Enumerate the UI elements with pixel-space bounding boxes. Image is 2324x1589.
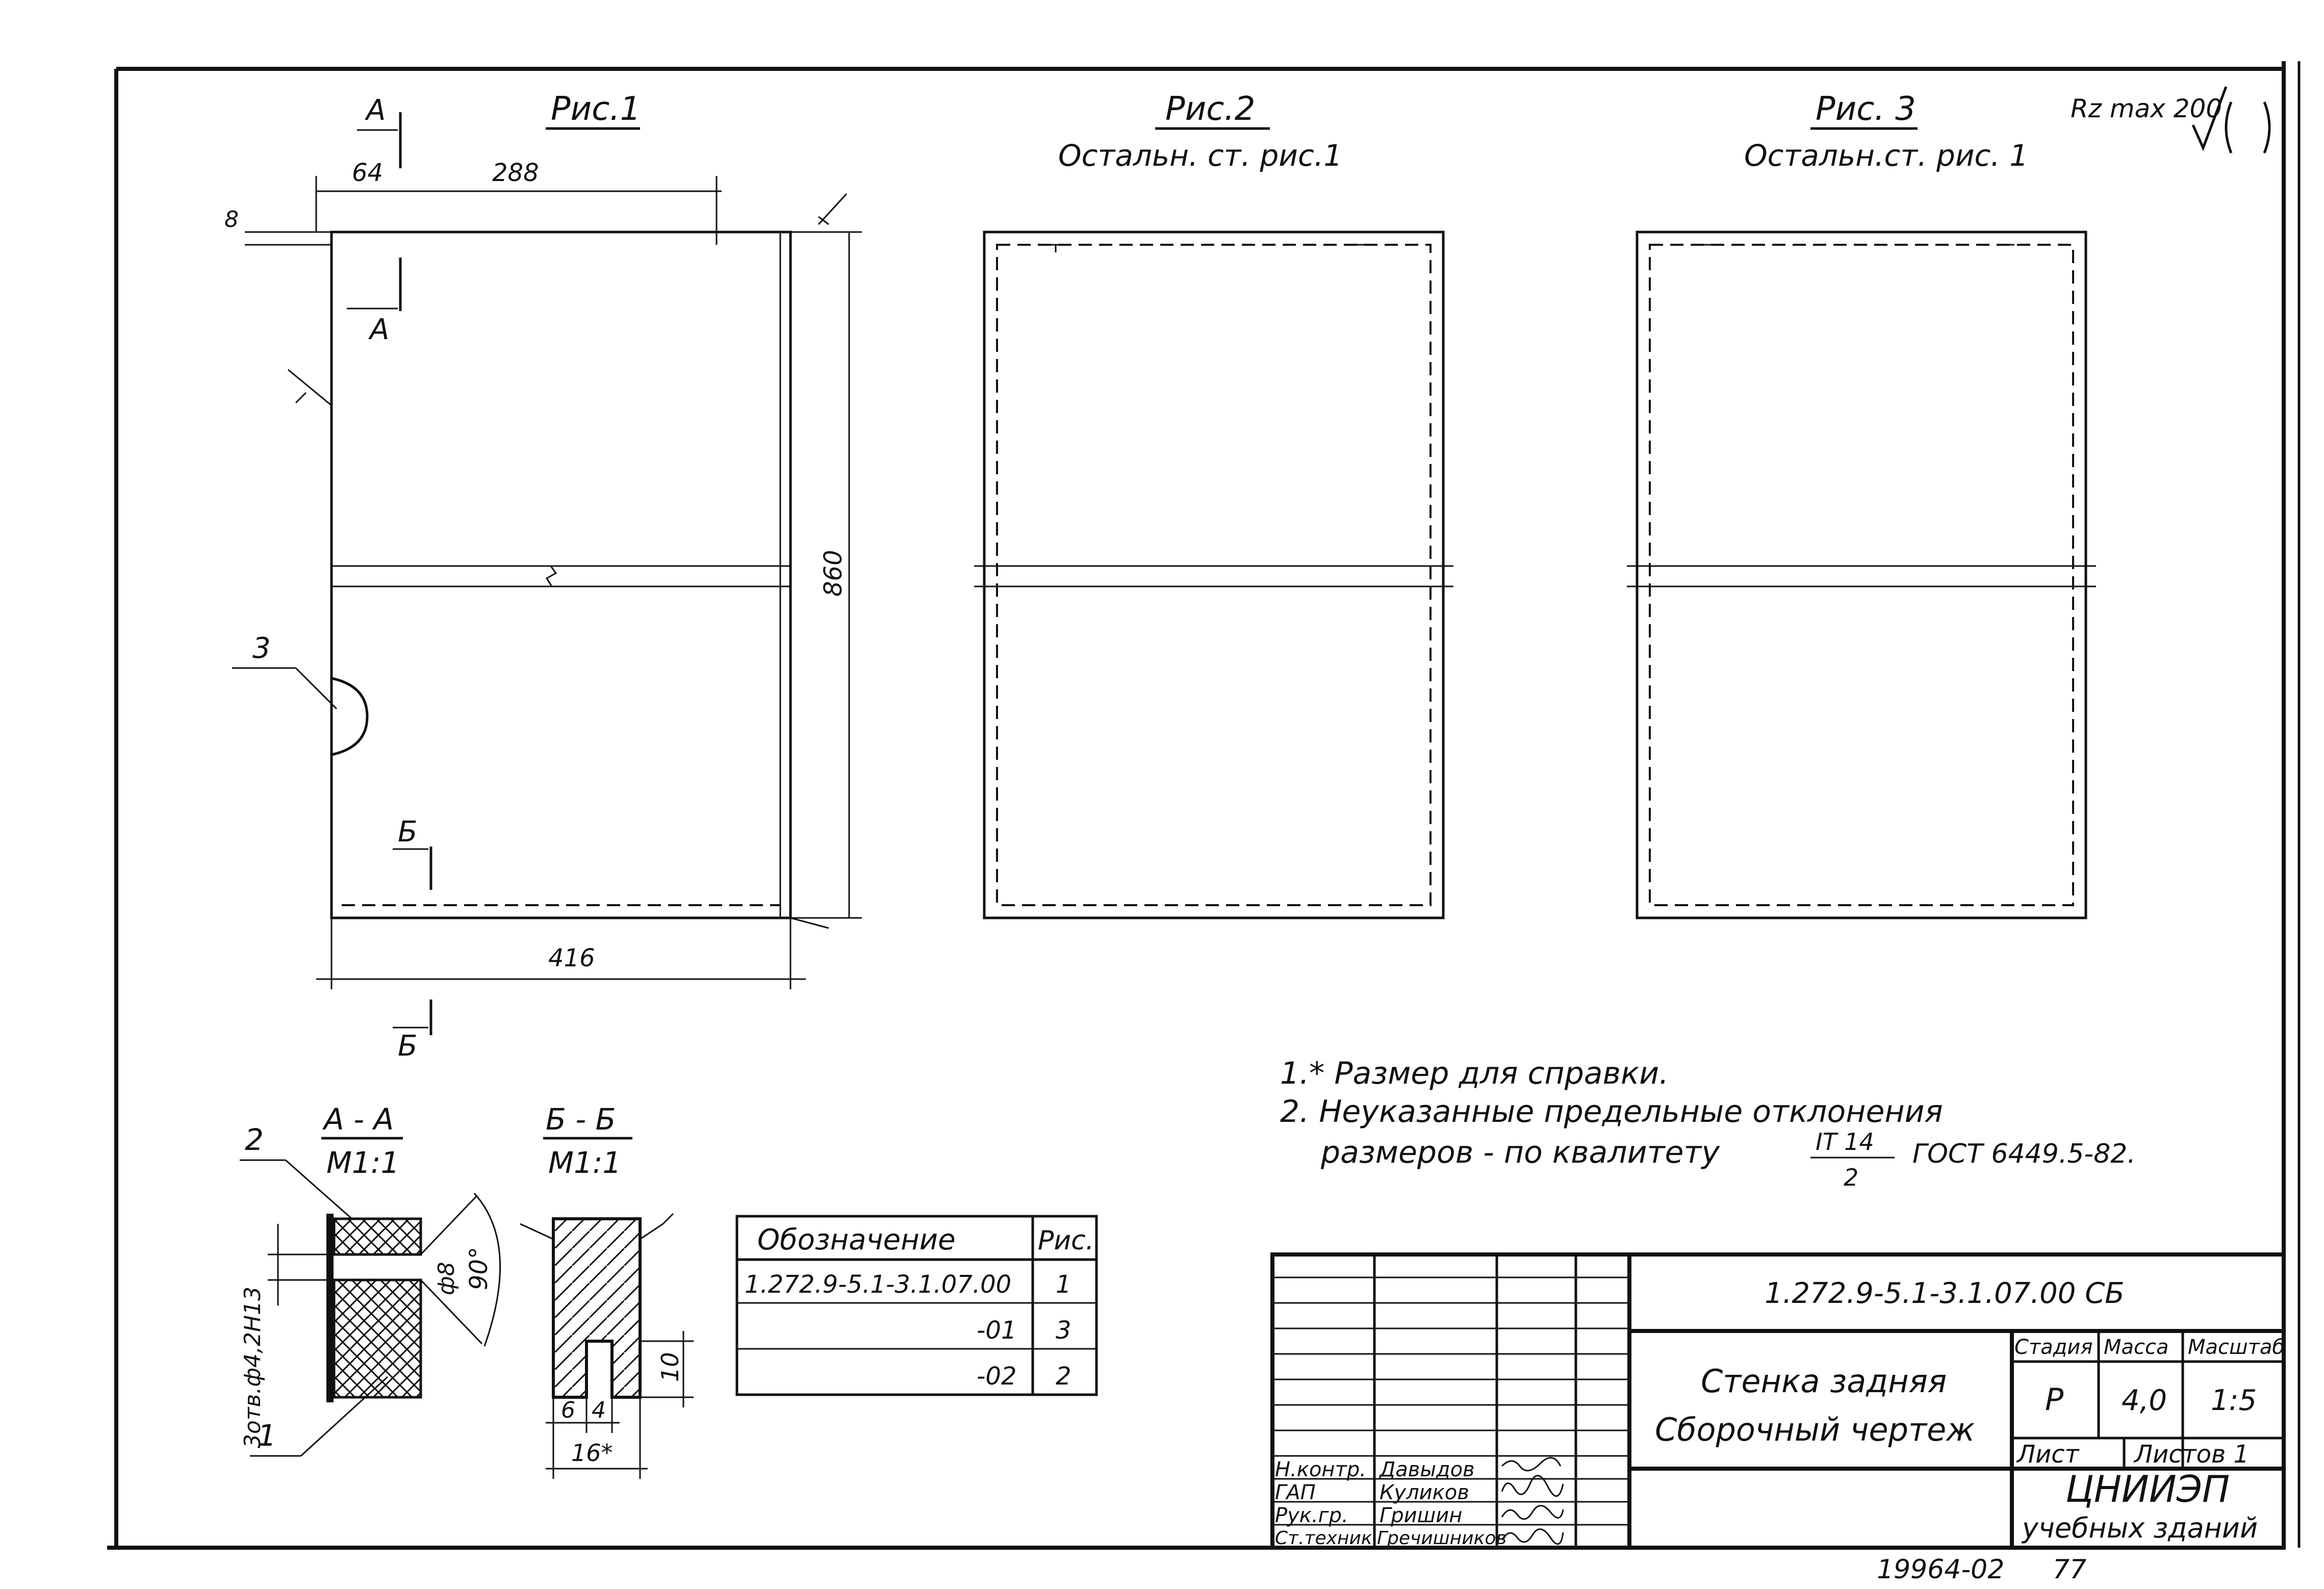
section-aa-dim-hole-dia: ф8 — [433, 1262, 459, 1295]
section-bb-dim-4: 4 — [592, 1397, 606, 1423]
spec-table: Обозначение Рис. 1.272.9-5.1-3.1.07.00 1… — [735, 1215, 1098, 1396]
sheet-footer: 19964-02 77 — [1877, 1554, 2086, 1585]
title-name-line2: Сборочный чертеж — [1655, 1411, 1975, 1448]
section-bb-dim-6: 6 — [561, 1397, 575, 1423]
title-mass: 4,0 — [2122, 1384, 2167, 1417]
spec-row-2-fig: 3 — [1056, 1316, 1071, 1345]
fig1-view: Рис.1 А А 64 288 8 860 416 — [224, 90, 862, 1063]
name-4: Гречишников — [1377, 1528, 1507, 1549]
note-2-fraction-den: 2 — [1844, 1164, 1858, 1191]
title-org-2: учебных зданий — [2021, 1512, 2258, 1544]
note-2-standard: ГОСТ 6449.5-82. — [1912, 1139, 2136, 1169]
name-1: Давыдов — [1378, 1458, 1475, 1481]
section-aa-dim-angle: 90° — [465, 1247, 493, 1290]
sheet-frame — [107, 61, 2301, 1550]
title-stage: Р — [2045, 1382, 2064, 1418]
note-2-line2: размеров - по квалитету — [1320, 1135, 1720, 1170]
spec-row-3-fig: 2 — [1056, 1362, 1071, 1391]
section-aa-scale: М1:1 — [326, 1145, 399, 1180]
note-2: 2. Неуказанные предельные отклонения — [1280, 1094, 1943, 1130]
section-bb-scale: М1:1 — [548, 1145, 621, 1180]
fig1-section-a-top: А — [365, 94, 386, 127]
section-bb: Б - Б М1:1 10 6 4 16* — [520, 1102, 694, 1479]
role-2: ГАП — [1275, 1481, 1316, 1504]
fig2-view: Рис.2 Остальн. ст. рис.1 — [974, 90, 1453, 919]
fig3-title: Рис. 3 — [1816, 90, 1916, 128]
spec-header-fig: Рис. — [1038, 1225, 1094, 1256]
section-aa-title: А - А — [322, 1102, 394, 1137]
title-sheets-label: Листов 1 — [2133, 1440, 2249, 1469]
title-scale: 1:5 — [2211, 1384, 2257, 1417]
fig1-dim-hole-pos: 288 — [492, 159, 539, 187]
section-aa-holes-note: 3отв.ф4,2Н13 — [240, 1287, 266, 1448]
section-bb-dim-16: 16* — [571, 1439, 613, 1467]
general-notes: 1.* Размер для справки. 2. Неуказанные п… — [1280, 1056, 2136, 1191]
signature-4 — [1501, 1528, 1564, 1545]
signature-1 — [1501, 1457, 1562, 1472]
title-mass-label: Масса — [2104, 1336, 2169, 1359]
fig1-section-a-bottom: А — [368, 313, 389, 346]
title-org-1: ЦНИИЭП — [2065, 1468, 2230, 1510]
title-scale-label: Масштаб — [2188, 1336, 2285, 1359]
title-stage-label: Стадия — [2014, 1336, 2092, 1359]
section-aa-callout-2: 2 — [245, 1122, 264, 1157]
note-2-fraction-num: IT 14 — [1816, 1128, 1874, 1156]
section-bb-dim-10: 10 — [656, 1352, 684, 1382]
footer-number: 19964-02 — [1877, 1554, 2004, 1585]
spec-row-3-code: -02 — [977, 1362, 1016, 1391]
fig1-dim-top-gap: 8 — [224, 207, 239, 233]
fig1-dim-offset: 64 — [352, 159, 383, 187]
fig2-title: Рис.2 — [1165, 90, 1255, 128]
fig3-subtitle: Остальн.ст. рис. 1 — [1744, 138, 2028, 173]
fig1-title: Рис.1 — [551, 90, 641, 128]
role-4: Ст.техник — [1275, 1528, 1372, 1549]
fig2-subtitle: Остальн. ст. рис.1 — [1058, 138, 1342, 173]
spec-header-designation: Обозначение — [757, 1223, 956, 1257]
section-bb-title: Б - Б — [546, 1102, 616, 1137]
title-doc-code: 1.272.9-5.1-3.1.07.00 СБ — [1765, 1277, 2125, 1310]
fig1-section-b-top: Б — [398, 815, 417, 849]
section-aa-callout-1: 1 — [258, 1418, 276, 1453]
roughness-label: Rz max 200 — [2071, 94, 2222, 123]
role-1: Н.контр. — [1275, 1458, 1366, 1481]
spec-row-2-code: -01 — [977, 1316, 1016, 1345]
fig1-section-b-bottom: Б — [398, 1030, 417, 1063]
title-sheet-label: Лист — [2016, 1440, 2080, 1469]
fig1-callout-3: 3 — [252, 632, 271, 665]
signature-2 — [1501, 1475, 1564, 1497]
fig1-dim-height: 860 — [819, 550, 848, 597]
section-aa: А - А М1:1 2 1 3отв.ф4,2Н13 ф8 90° — [240, 1102, 501, 1457]
fig1-dim-width: 416 — [548, 944, 595, 972]
note-1: 1.* Размер для справки. — [1280, 1056, 1669, 1091]
spec-row-1-fig: 1 — [1056, 1270, 1071, 1299]
title-block: 1.272.9-5.1-3.1.07.00 СБ Стенка задняя С… — [1270, 1252, 2286, 1550]
fig3-view: Рис. 3 Остальн.ст. рис. 1 — [1627, 90, 2096, 919]
title-name-line1: Стенка задняя — [1701, 1363, 1947, 1400]
footer-page: 77 — [2053, 1554, 2086, 1585]
role-3: Рук.гр. — [1275, 1504, 1348, 1527]
roughness-symbol: Rz max 200 — [2071, 86, 2271, 153]
spec-row-1-code: 1.272.9-5.1-3.1.07.00 — [745, 1270, 1011, 1299]
signature-3 — [1501, 1505, 1564, 1520]
name-2: Куликов — [1380, 1481, 1469, 1504]
name-3: Гришин — [1380, 1504, 1462, 1527]
